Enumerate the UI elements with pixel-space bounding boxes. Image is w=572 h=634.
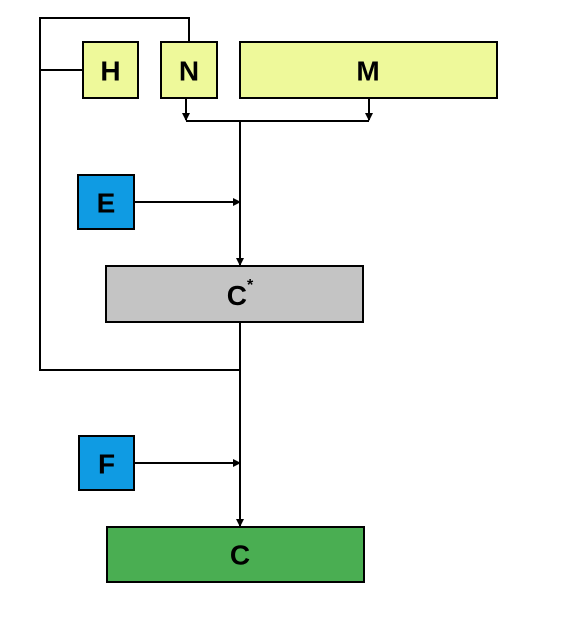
node-c-label: C [230, 540, 250, 571]
connectors [39, 17, 373, 527]
node-n-box [160, 41, 218, 99]
node-c-box [106, 526, 365, 583]
feedback-loop-line [39, 17, 240, 371]
node-e-box [77, 174, 135, 230]
node-e: E [77, 174, 135, 230]
node-m-box [239, 41, 498, 99]
node-m: M [239, 41, 498, 99]
node-m-label: M [356, 56, 379, 87]
node-f-box [78, 435, 135, 491]
node-c-star-label: C* [227, 277, 254, 311]
node-c: C [106, 526, 365, 583]
node-c-star-box [105, 265, 364, 323]
node-n: N [160, 41, 218, 99]
node-f-label: F [98, 449, 115, 480]
node-e-label: E [97, 188, 116, 219]
node-n-label: N [179, 56, 199, 87]
node-h-box [82, 41, 139, 99]
node-f: F [78, 435, 135, 491]
node-h-label: H [100, 56, 120, 87]
node-c-star-superscript: * [247, 277, 254, 294]
node-c-star-main: C [227, 280, 247, 311]
node-h: H [82, 41, 139, 99]
node-c-star: C* [105, 265, 364, 323]
